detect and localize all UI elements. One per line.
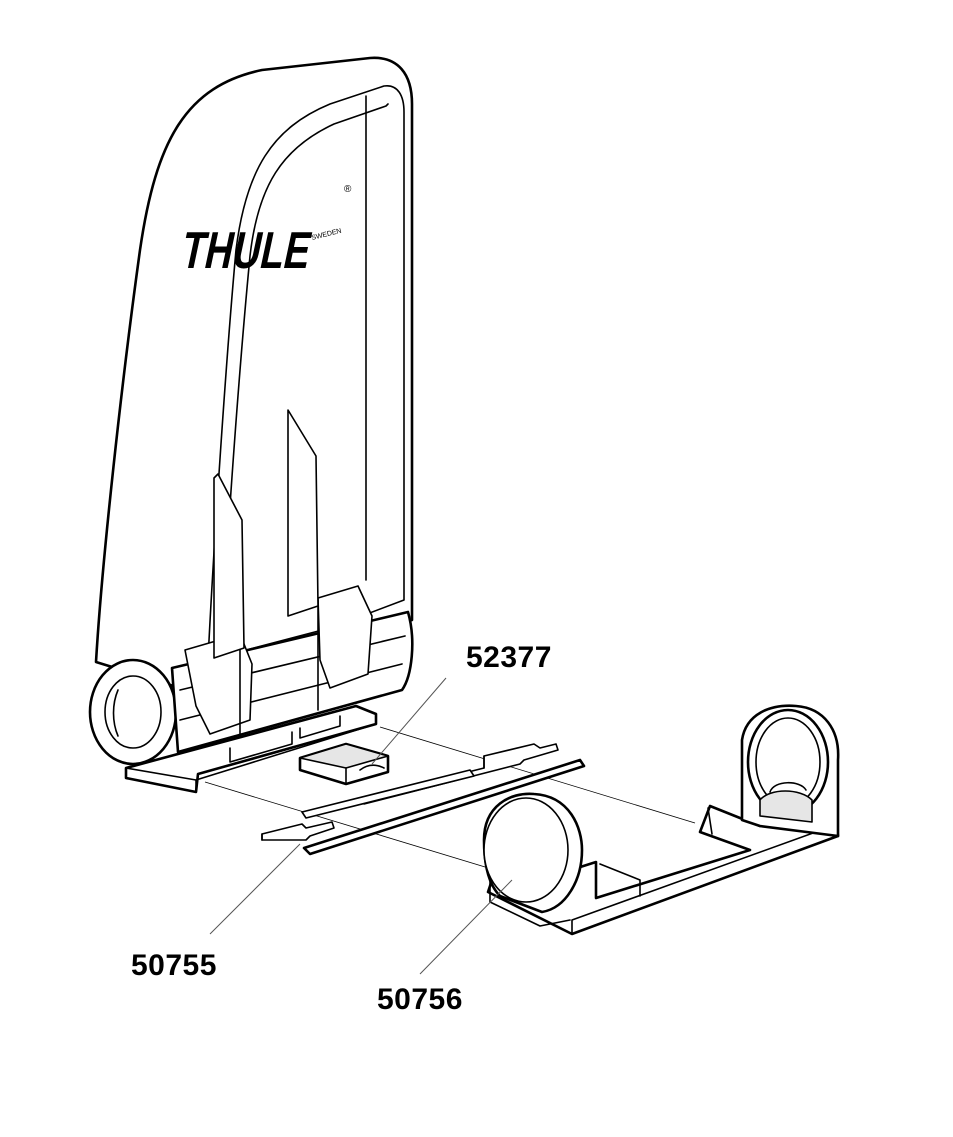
- thule-logo: THULE SWEDEN ®: [177, 184, 352, 280]
- thule-logo-text: THULE: [177, 222, 317, 280]
- bracket-part-50756: [482, 704, 840, 936]
- leader-52377: [371, 677, 447, 765]
- part-number-label-50756: 50756: [377, 983, 463, 1016]
- holder-frame: [88, 56, 414, 794]
- part-number-label-50755: 50755: [131, 949, 217, 982]
- pad-part-52377: [298, 742, 390, 786]
- registered-mark: ®: [344, 184, 352, 195]
- part-number-label-52377: 52377: [466, 641, 552, 674]
- leader-lines: [209, 677, 513, 975]
- leader-50756: [419, 879, 513, 975]
- leader-50755: [209, 843, 301, 935]
- clip-part-50755: [261, 743, 586, 856]
